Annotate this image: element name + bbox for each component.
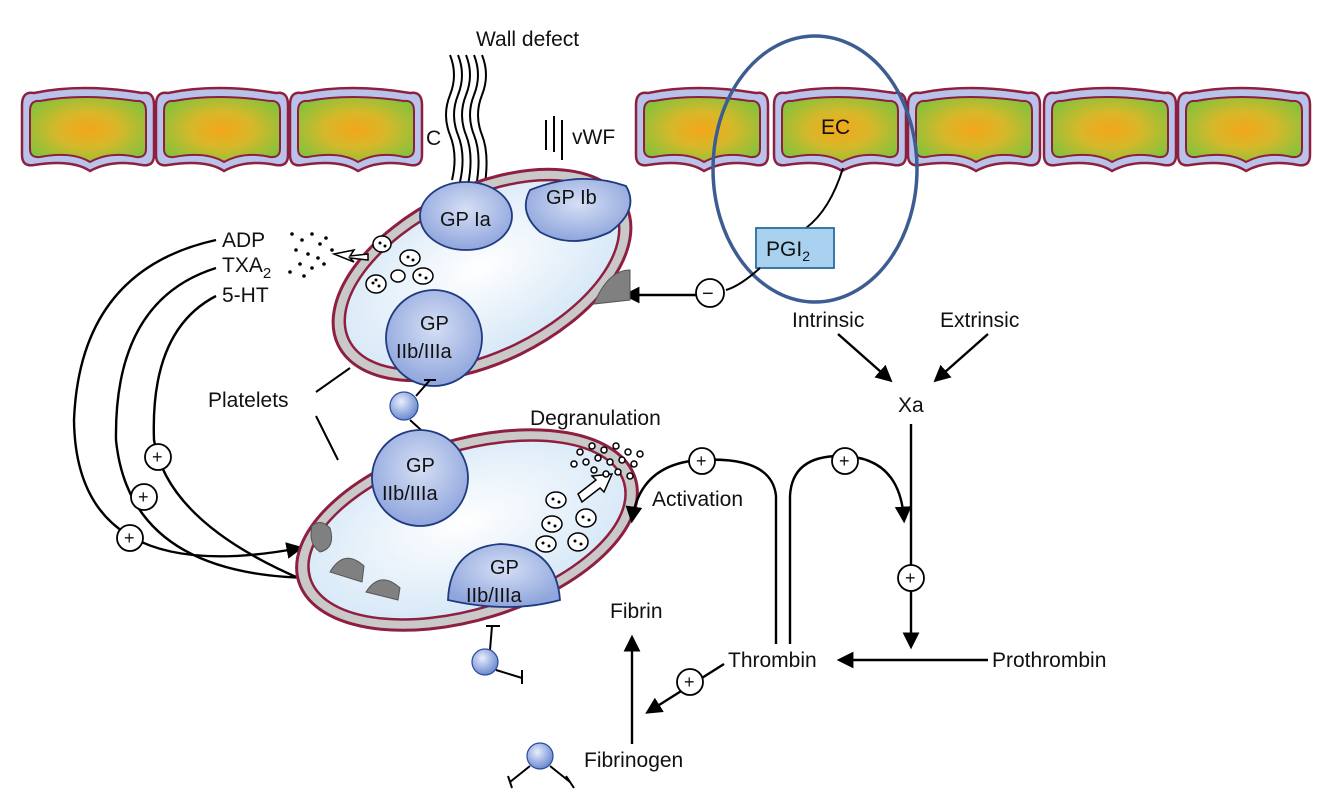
pseudopod bbox=[329, 557, 365, 583]
vwf-strands bbox=[545, 116, 563, 160]
endothelial-cell bbox=[20, 86, 156, 173]
endothelial-cell bbox=[1042, 86, 1178, 173]
collagen-fibers bbox=[445, 54, 488, 191]
prothrombin-label: Prothrombin bbox=[992, 649, 1106, 672]
extrinsic-label: Extrinsic bbox=[940, 309, 1019, 332]
xa-label: Xa bbox=[898, 394, 924, 417]
gp-label-2: GP bbox=[406, 455, 435, 477]
svg-text:+: + bbox=[905, 568, 916, 588]
adp-label: ADP bbox=[222, 229, 265, 252]
gp-iibiiia-label-3: IIb/IIIa bbox=[466, 585, 522, 607]
platelets-connector bbox=[315, 367, 351, 393]
intrinsic-arrow bbox=[837, 333, 893, 383]
gp-iibiiia-receptor-upper bbox=[385, 289, 483, 387]
svg-text:TXA2: TXA2 bbox=[222, 254, 271, 282]
endothelial-cell bbox=[634, 86, 770, 173]
endothelial-cell bbox=[906, 86, 1042, 173]
endothelial-cell bbox=[1176, 86, 1312, 173]
fibrinogen-label: Fibrinogen bbox=[584, 749, 683, 772]
gp-iibiiia-receptor-lower-2 bbox=[447, 543, 561, 608]
gp-ia-receptor bbox=[419, 181, 513, 251]
platelets-label: Platelets bbox=[208, 389, 289, 412]
pgi2-box: PGI2 bbox=[755, 227, 835, 269]
thrombin-label: Thrombin bbox=[728, 649, 817, 672]
adp-feedback-arrow bbox=[72, 238, 304, 559]
endothelial-layer bbox=[20, 86, 1312, 173]
gp-ia-label: GP Ia bbox=[440, 209, 492, 231]
intrinsic-label: Intrinsic bbox=[792, 309, 864, 332]
svg-text:+: + bbox=[152, 447, 163, 467]
fibrin-label: Fibrin bbox=[610, 600, 663, 623]
pseudopod bbox=[365, 579, 401, 601]
platelets-connector bbox=[315, 415, 339, 461]
activation-label: Activation bbox=[652, 488, 743, 511]
plus-sign: + bbox=[688, 447, 716, 475]
svg-text:+: + bbox=[138, 487, 149, 507]
plus-sign: + bbox=[130, 483, 158, 511]
plus-sign: + bbox=[897, 564, 925, 592]
gp-label-1: GP bbox=[420, 313, 449, 335]
gp-iibiiia-label-2: IIb/IIIa bbox=[382, 483, 438, 505]
degranulation-particles bbox=[570, 442, 644, 480]
pseudopod bbox=[310, 522, 333, 553]
thrombin-feedback-xa-arrow bbox=[788, 454, 912, 644]
gp-iibiiia-label-1: IIb/IIIa bbox=[396, 341, 452, 363]
fibrinogen-bottom-bridge bbox=[471, 625, 523, 684]
wall-defect-label: Wall defect bbox=[476, 28, 579, 51]
collagen-label: C bbox=[426, 127, 441, 150]
svg-text:PGI2: PGI2 bbox=[766, 238, 810, 264]
ec-label: EC bbox=[821, 116, 850, 139]
plus-sign: + bbox=[831, 447, 859, 475]
granules-upper bbox=[365, 235, 434, 294]
pgi2-to-minus-line bbox=[725, 267, 761, 291]
minus-label: − bbox=[702, 283, 714, 305]
svg-text:+: + bbox=[684, 672, 695, 692]
extrinsic-arrow bbox=[933, 333, 989, 383]
ec-to-pgi2-line bbox=[805, 167, 844, 229]
release-arrow bbox=[331, 248, 369, 263]
degranulation-label: Degranulation bbox=[530, 407, 661, 430]
svg-text:+: + bbox=[124, 528, 135, 548]
granules-lower bbox=[535, 491, 597, 553]
plus-sign: + bbox=[116, 524, 144, 552]
txa2-label: TXA bbox=[222, 254, 263, 277]
gp-iibiiia-receptor-lower bbox=[371, 429, 469, 527]
plus-sign: + bbox=[676, 668, 704, 696]
endothelial-cell bbox=[154, 86, 290, 173]
svg-text:+: + bbox=[839, 451, 850, 471]
degranulation-arrow bbox=[577, 473, 614, 504]
vwf-label: vWF bbox=[572, 126, 615, 149]
pgi2-label: PGI bbox=[766, 238, 802, 261]
released-dots bbox=[288, 232, 334, 278]
txa2-subscript: 2 bbox=[263, 265, 271, 282]
svg-text:+: + bbox=[696, 451, 707, 471]
pgi2-subscript: 2 bbox=[802, 248, 810, 264]
gp-label-3: GP bbox=[490, 557, 519, 579]
gp-ib-label: GP Ib bbox=[546, 187, 597, 209]
endothelial-cell bbox=[288, 86, 424, 173]
5ht-label: 5-HT bbox=[222, 284, 269, 307]
inhibition-sign bbox=[695, 278, 725, 308]
fibrinogen-molecule bbox=[507, 742, 575, 789]
txa2-feedback-arrow bbox=[114, 266, 328, 587]
highlight-circle bbox=[711, 34, 919, 304]
pseudopod bbox=[593, 269, 631, 305]
gp-ib-receptor bbox=[524, 177, 632, 242]
plus-sign: + bbox=[144, 443, 172, 471]
platelet-upper bbox=[331, 167, 633, 383]
endothelial-cell-ec bbox=[772, 86, 908, 173]
